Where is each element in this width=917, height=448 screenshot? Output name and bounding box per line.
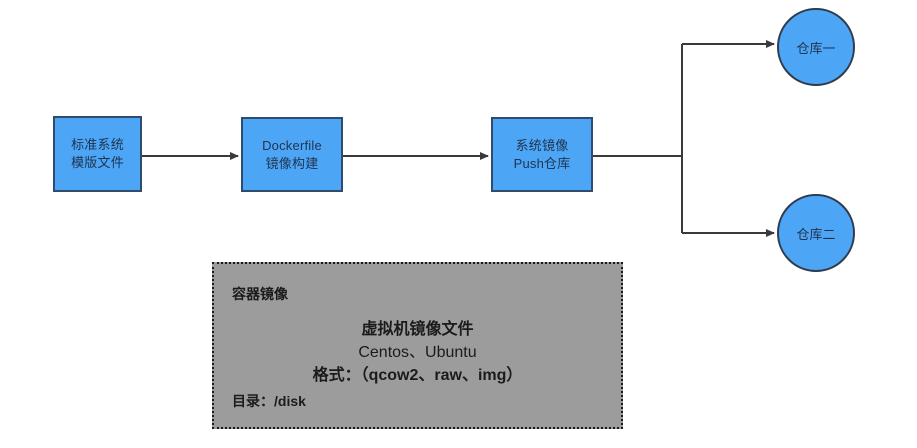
node-repository-two[interactable]: 仓库二 bbox=[777, 194, 855, 272]
node-system-image-push[interactable]: 系统镜像 Push仓库 bbox=[491, 117, 593, 192]
node-label-line: 标准系统 bbox=[71, 137, 124, 153]
node-label-line: 模版文件 bbox=[71, 155, 124, 170]
node-dockerfile-build[interactable]: Dockerfile 镜像构建 bbox=[241, 117, 343, 192]
panel-center-line: Centos、Ubuntu bbox=[358, 344, 477, 362]
node-label-line: 系统镜像 bbox=[515, 137, 569, 153]
node-repository-one[interactable]: 仓库一 bbox=[777, 8, 855, 86]
panel-footer-path: 目录：/disk bbox=[232, 393, 306, 409]
panel-title: 容器镜像 bbox=[232, 286, 288, 302]
node-label-line: 镜像构建 bbox=[265, 155, 319, 171]
node-label-line: 仓库一 bbox=[796, 40, 836, 56]
panel-center-line: 格式：（qcow2、raw、img） bbox=[312, 367, 523, 385]
node-label-line: Dockerfile bbox=[262, 137, 322, 153]
node-label-line: 仓库二 bbox=[796, 226, 836, 242]
node-standard-system-template[interactable]: 标准系统 模版文件 bbox=[53, 116, 142, 192]
container-image-panel: 容器镜像 虚拟机镜像文件 Centos、Ubuntu 格式：（qcow2、raw… bbox=[212, 262, 623, 429]
panel-center-line: 虚拟机镜像文件 bbox=[361, 321, 474, 338]
panel-center-text: 虚拟机镜像文件 Centos、Ubuntu 格式：（qcow2、raw、img） bbox=[214, 318, 621, 388]
node-label-line: Push仓库 bbox=[513, 155, 571, 171]
